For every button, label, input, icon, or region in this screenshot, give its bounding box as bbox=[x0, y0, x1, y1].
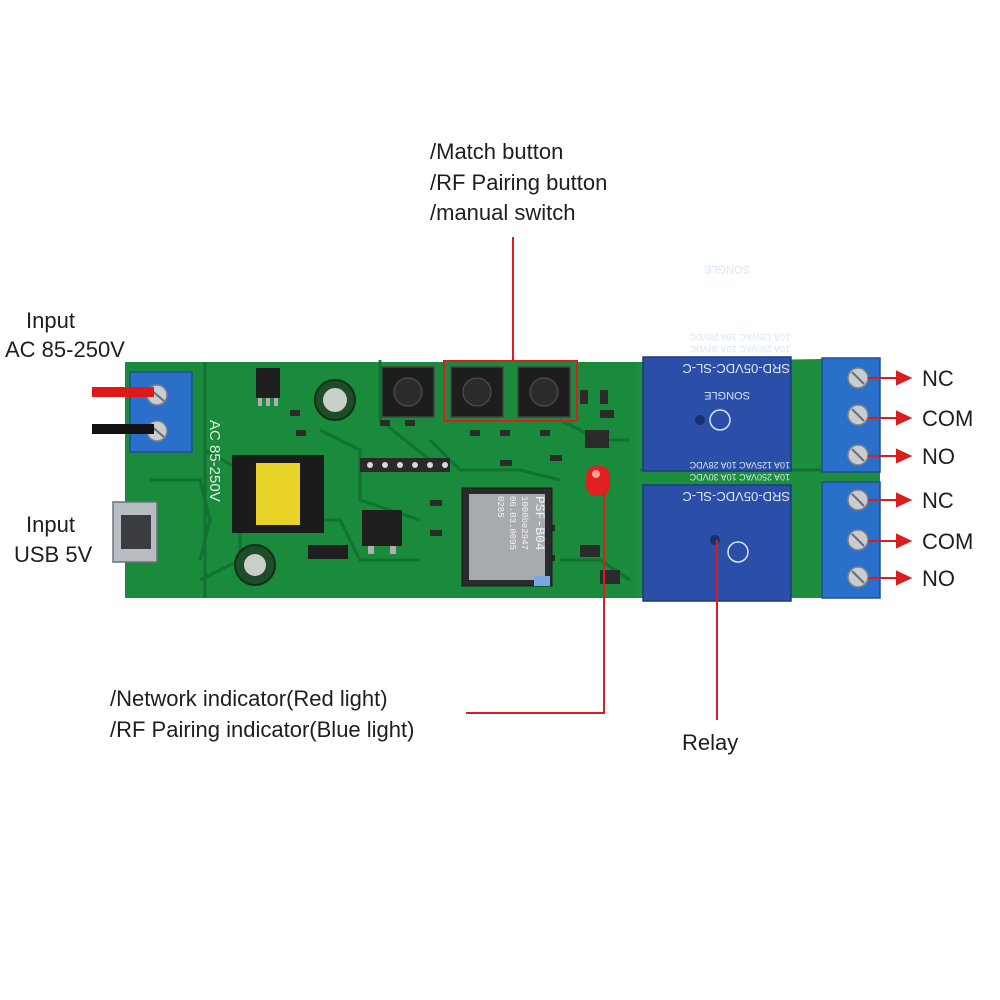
label-relay2-com: COM bbox=[922, 529, 973, 554]
components bbox=[232, 368, 620, 586]
silkscreen-ac-text: AC 85-250V bbox=[206, 420, 223, 502]
label-relay1-nc: NC bbox=[922, 366, 954, 391]
label-input-usb-2: USB 5V bbox=[14, 542, 93, 567]
module-marking-3: 06.03.0095 bbox=[507, 496, 517, 550]
relay-2-rating-1: 10A 250VAC 10A 30VDC bbox=[689, 472, 790, 482]
manual-switch-button bbox=[517, 366, 571, 418]
button-left bbox=[381, 366, 435, 418]
label-relay: Relay bbox=[682, 730, 738, 755]
module-marking-1: PSF-B04 bbox=[532, 496, 547, 551]
label-relay1-no: NO bbox=[922, 444, 955, 469]
wire-red bbox=[92, 387, 154, 397]
label-relay2-no: NO bbox=[922, 566, 955, 591]
module-marking-4: 0285 bbox=[495, 496, 505, 518]
micro-usb-port bbox=[112, 501, 158, 563]
relay-2-brand: SONGLE bbox=[704, 389, 750, 401]
relay-1-rating-2: 10A 125VAC 10A 28VDC bbox=[689, 332, 790, 342]
match-button bbox=[450, 366, 504, 418]
relay-1-brand: SONGLE bbox=[704, 263, 750, 275]
label-input-ac-1: Input bbox=[26, 308, 75, 333]
network-indicator-led bbox=[586, 466, 610, 496]
label-input-ac-2: AC 85-250V bbox=[5, 337, 125, 362]
header-pins bbox=[360, 458, 450, 472]
indicator-callout-line bbox=[466, 494, 605, 714]
module-marking-2: 1000be2947 bbox=[519, 496, 529, 550]
arrow-right-icon bbox=[868, 533, 913, 549]
label-relay1-com: COM bbox=[922, 406, 973, 431]
relay-1: SRD-05VDC-SL-C 10A 250VAC 10A 30VDC 10A … bbox=[642, 263, 792, 472]
arrow-right-icon bbox=[868, 570, 913, 586]
label-manual-switch: /manual switch bbox=[430, 200, 576, 225]
relay-1-rating-1: 10A 250VAC 10A 30VDC bbox=[689, 344, 790, 354]
wire-black bbox=[92, 424, 154, 434]
arrow-right-icon bbox=[868, 448, 913, 464]
buttons-highlight-box bbox=[443, 360, 578, 422]
relay-1-model: SRD-05VDC-SL-C bbox=[682, 361, 790, 376]
label-rf-indicator: /RF Pairing indicator(Blue light) bbox=[110, 717, 414, 742]
label-input-usb-1: Input bbox=[26, 512, 75, 537]
ac-input-terminal bbox=[92, 371, 193, 453]
relay-2-rating-2: 10A 125VAC 10A 28VDC bbox=[689, 460, 790, 470]
label-rf-pairing-button: /RF Pairing button bbox=[430, 170, 607, 195]
terminal-arrows bbox=[868, 370, 913, 586]
tactile-buttons bbox=[381, 366, 571, 418]
callouts bbox=[443, 237, 718, 720]
arrow-right-icon bbox=[868, 410, 913, 426]
arrow-right-icon bbox=[868, 492, 913, 508]
arrow-right-icon bbox=[868, 370, 913, 386]
label-match-button: /Match button bbox=[430, 139, 563, 164]
relay-1-terminal bbox=[821, 357, 881, 473]
relay-2-model: SRD-05VDC-SL-C bbox=[682, 489, 790, 504]
label-relay2-nc: NC bbox=[922, 488, 954, 513]
label-network-indicator: /Network indicator(Red light) bbox=[110, 686, 388, 711]
wifi-module: PSF-B04 1000be2947 06.03.0095 0285 bbox=[461, 487, 553, 587]
